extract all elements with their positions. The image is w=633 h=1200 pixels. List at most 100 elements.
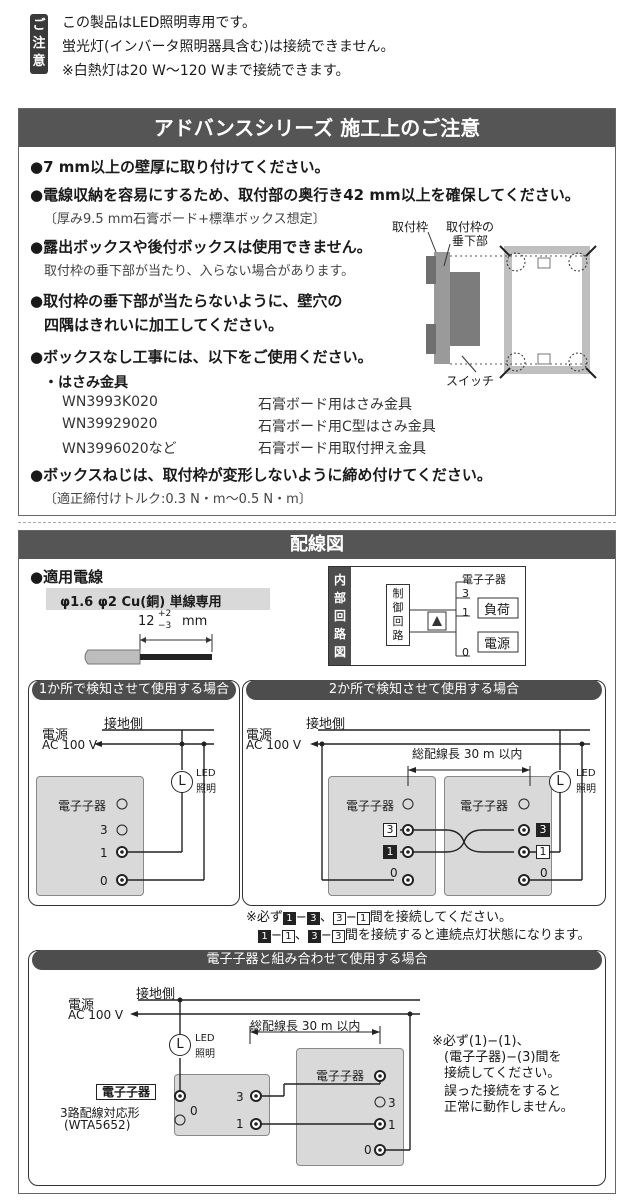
terminal-filled: 3 xyxy=(306,912,320,925)
combo-power-label: 電源 xyxy=(68,998,95,1013)
internal-circuit-box xyxy=(328,566,526,666)
note-text: 、 xyxy=(319,910,333,925)
combo-ground-label: 接地側 xyxy=(136,987,176,1002)
part-code: WN39929020 xyxy=(62,416,158,432)
internal-t3: 3 xyxy=(462,587,469,600)
mounting-figure xyxy=(426,231,597,379)
fig-hang-label-1: 取付枠の xyxy=(446,220,495,234)
combo-model-line-1: 3路配線対応形 xyxy=(60,1106,140,1120)
part-desc: 石膏ボード用はさみ金具 xyxy=(258,397,412,413)
combo-sub-t3: 3 xyxy=(236,1090,244,1104)
wire-strip-figure xyxy=(84,634,213,665)
one-wiring-lines xyxy=(94,729,214,886)
note-text: 、 xyxy=(294,928,308,943)
wire-heading: ●適用電線 xyxy=(30,568,104,586)
two-left-device-label: 電子子器 xyxy=(346,799,395,813)
part-desc: 石膏ボード用C型はさみ金具 xyxy=(258,419,436,435)
caution-line-3: ※白熱灯は20 W～120 Wまで接続できます。 xyxy=(62,63,350,79)
internal-circuit-badge: 内 部 回 路 図 xyxy=(329,567,351,665)
advance-bullet-5: ●ボックスなし工事には、以下をご使用ください。 xyxy=(30,348,373,366)
one-ground-label: 接地側 xyxy=(104,717,144,732)
internal-circuit-lines xyxy=(410,581,519,657)
note-text: 間を接続してください。 xyxy=(369,910,512,925)
part-code: WN3993K020 xyxy=(62,394,158,410)
combo-note-line-1: ※必ず(1)−(1)、 xyxy=(432,1034,530,1049)
section-divider xyxy=(18,522,616,523)
caution-line-2: 蛍光灯(インバータ照明器具含む)は接続できません。 xyxy=(62,39,395,55)
control-char: 路 xyxy=(392,629,404,642)
caution-badge: ご 注 意 xyxy=(30,14,48,74)
combo-note-line-4: 誤った接続をすると xyxy=(444,1084,562,1099)
advance-bullet-3-sub: 取付枠の垂下部が当たり、入らない場合があります。 xyxy=(44,264,355,279)
combo-note-line-3: 接続してください。 xyxy=(444,1066,561,1081)
badge-char: 図 xyxy=(333,645,346,659)
note-text: ※必ず xyxy=(246,910,283,925)
note-text: − xyxy=(320,928,332,943)
combo-device-t3: 3 xyxy=(388,1096,396,1110)
part-desc: 石膏ボード用取付押え金具 xyxy=(258,441,426,457)
combo-model-line-2: (WTA5652) xyxy=(64,1118,131,1132)
badge-char: 路 xyxy=(333,627,346,641)
fig-switch-label: スイッチ xyxy=(446,374,495,388)
terminal-filled: 1 xyxy=(282,912,296,925)
combo-sub-label: 電子子器 xyxy=(96,1084,156,1100)
note-text: − xyxy=(295,910,307,925)
terminal-outline: 3 xyxy=(331,930,345,943)
terminal-outline: 1 xyxy=(281,930,295,943)
internal-electronic-label: 電子子器 xyxy=(462,573,506,586)
combo-sub-t0: 0 xyxy=(190,1104,198,1118)
advance-section xyxy=(18,108,616,516)
combo-sub-t1: 1 xyxy=(236,1117,244,1131)
note-text: 間を接続すると連続点灯状態になります。 xyxy=(344,928,591,943)
two-lighting-label: 照明 xyxy=(576,784,596,795)
one-device-label: 電子子器 xyxy=(58,799,107,813)
pill-two-locations: 2か所で検知させて使用する場合 xyxy=(246,680,602,700)
pill-combination: 電子子器と組み合わせて使用する場合 xyxy=(32,950,602,970)
strip-tol-plus: +2 xyxy=(158,609,172,619)
two-ground-label: 接地側 xyxy=(306,717,346,732)
advance-bullet-5-sub: ・はさみ金具 xyxy=(44,375,128,391)
control-char: 御 xyxy=(392,601,404,614)
combo-device-t1: 1 xyxy=(388,1118,396,1132)
internal-t1: 1 xyxy=(462,606,469,619)
control-char: 回 xyxy=(392,615,404,628)
terminal-filled: 1 xyxy=(258,930,271,943)
wiring-title: 配線図 xyxy=(19,531,615,559)
combo-device-label: 電子子器 xyxy=(316,1069,365,1083)
combo-led-label: LED xyxy=(195,1033,215,1044)
two-right-device-label: 電子子器 xyxy=(460,799,509,813)
one-t3: 3 xyxy=(100,823,108,837)
combo-ac-label: AC 100 V xyxy=(68,1008,124,1022)
note-text: − xyxy=(271,928,282,943)
control-char: 制 xyxy=(392,587,404,600)
two-length-label: 総配線長 30 m 以内 xyxy=(412,747,523,761)
caution-badge-char: 注 xyxy=(32,36,46,51)
part-code: WN3996020など xyxy=(62,441,177,457)
two-lamp-symbol: L xyxy=(549,771,571,793)
one-led-label: LED xyxy=(196,768,216,779)
combo-lamp-symbol: L xyxy=(169,1034,191,1056)
advance-bullet-2-sub: 〔厚み9.5 mm石膏ボード+標準ボックス想定〕 xyxy=(44,212,326,227)
one-t1: 1 xyxy=(100,846,108,860)
one-t0: 0 xyxy=(100,874,108,888)
two-right-t0: 0 xyxy=(540,866,548,880)
combo-device-t0: 0 xyxy=(364,1143,372,1157)
combo-note-line-2: (電子子器)−(3)間を xyxy=(444,1050,562,1065)
two-led-label: LED xyxy=(576,768,596,779)
combo-device-box xyxy=(296,1048,404,1166)
internal-t0: 0 xyxy=(462,646,469,659)
two-device-box-right xyxy=(444,776,552,896)
two-right-t1: 1 xyxy=(536,845,550,859)
note-text: − xyxy=(345,910,357,925)
advance-bullet-2: ●電線収納を容易にするため、取付部の奥行き42 mm以上を確保してください。 xyxy=(30,186,580,204)
caution-badge-char: 意 xyxy=(32,54,46,69)
one-ac-label: AC 100 V xyxy=(42,738,98,752)
terminal-outline: 1 xyxy=(356,912,370,925)
advance-bullet-3: ●露出ボックスや後付ボックスは使用できません。 xyxy=(30,238,372,256)
combo-lighting-label: 照明 xyxy=(195,1049,215,1060)
advance-bullet-6-sub: 〔適正締付けトルク:0.3 N・m～0.5 N・m〕 xyxy=(44,492,312,507)
advance-title: アドバンスシリーズ 施工上のご注意 xyxy=(19,109,615,147)
advance-bullet-4-line-1: ●取付枠の垂下部が当たらないように、壁穴の xyxy=(30,292,343,310)
advance-bullet-6: ●ボックスねじは、取付枠が変形しないように締め付けてください。 xyxy=(30,466,492,484)
